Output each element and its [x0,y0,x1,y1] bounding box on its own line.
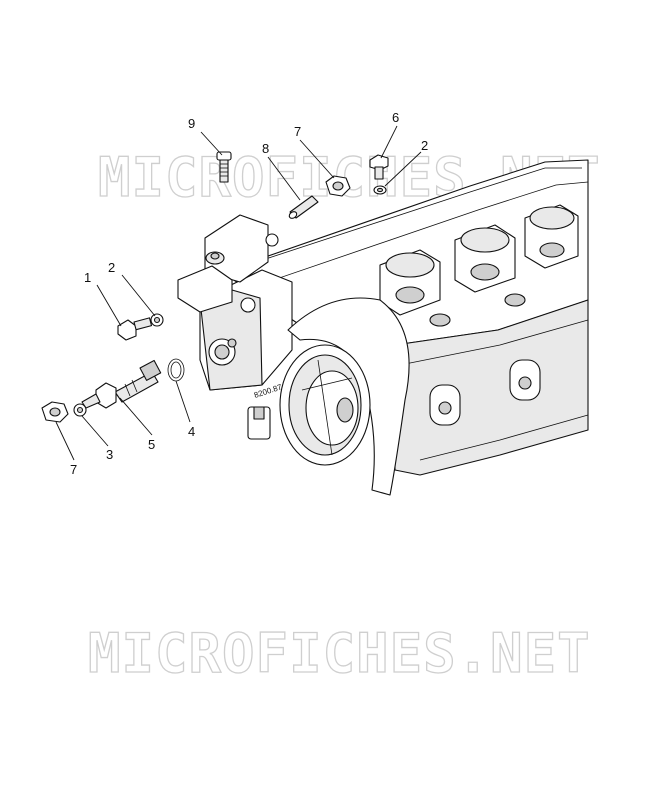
part-3-washer [73,403,87,417]
leader-lines [55,125,422,461]
callout-5: 5 [148,437,155,452]
part-2-washer-top [373,185,387,195]
callout-6: 6 [392,110,399,125]
callout-3: 3 [106,447,113,462]
callout-4: 4 [188,424,195,439]
part-7-nut-bottom [41,401,69,423]
part-4-o-ring [167,358,185,382]
part-8-pin [288,195,319,219]
callout-2-top: 2 [421,138,428,153]
callout-2-left: 2 [108,260,115,275]
part-5-sensor [81,359,162,409]
callout-7-top: 7 [294,124,301,139]
cam-towers [379,204,579,327]
part-7-nut-top [325,175,351,197]
side-pockets [399,319,589,461]
callout-8: 8 [262,141,269,156]
callout-1: 1 [84,270,91,285]
callout-7-bottom: 7 [70,462,77,477]
cylinder-head: 8200.87 [177,159,589,496]
callouts: 9 8 7 6 2 1 2 4 5 3 7 [70,110,428,477]
part-1-bolt [117,317,153,341]
seal-housing [279,297,410,496]
watermark-bottom: MICROFICHES.NET [88,622,591,685]
lift-bracket [177,214,279,313]
part-2-washer-left [150,313,164,327]
part-6-bolt [369,154,389,180]
callout-9: 9 [188,116,195,131]
